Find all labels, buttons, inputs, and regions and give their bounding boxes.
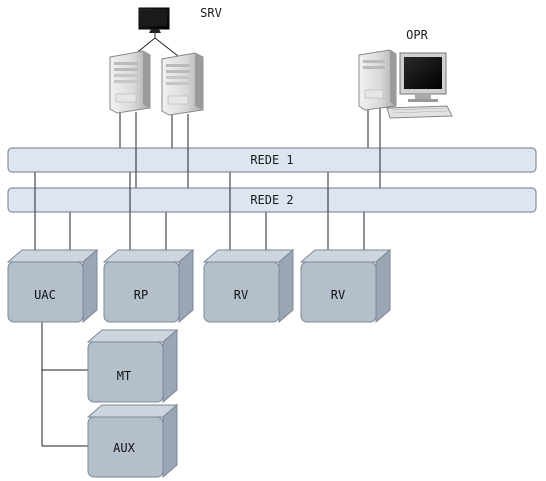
rede1-label: REDE 1 xyxy=(250,153,293,167)
node-aux: AUX xyxy=(86,403,179,479)
wire-monitor-right xyxy=(154,37,179,57)
opr-label: OPR xyxy=(406,28,428,42)
network-rede2: REDE 2 xyxy=(7,187,537,213)
srv-monitor-icon xyxy=(138,7,170,33)
rv1-label: RV xyxy=(234,288,248,302)
workstation-icon xyxy=(358,49,453,119)
srv-label: SRV xyxy=(200,6,222,20)
server-tower-icon xyxy=(161,52,204,116)
network-rede1: REDE 1 xyxy=(7,147,537,173)
node-mt: MT xyxy=(86,328,179,404)
rv2-label: RV xyxy=(331,288,345,302)
rede2-label: REDE 2 xyxy=(250,193,293,207)
server-tower-icon xyxy=(109,50,151,114)
connection-wires xyxy=(34,29,381,447)
rp-label: RP xyxy=(134,288,148,302)
wire-crossings xyxy=(34,148,381,212)
rede2-bar xyxy=(7,187,537,213)
node-uac: UAC xyxy=(6,248,99,324)
node-rv-2: RV xyxy=(299,248,392,324)
rede1-bar xyxy=(7,147,537,173)
aux-label: AUX xyxy=(113,441,135,455)
mt-label: MT xyxy=(117,369,131,383)
node-rp: RP xyxy=(102,248,195,324)
node-rv-1: RV xyxy=(202,248,295,324)
uac-label: UAC xyxy=(34,288,56,302)
